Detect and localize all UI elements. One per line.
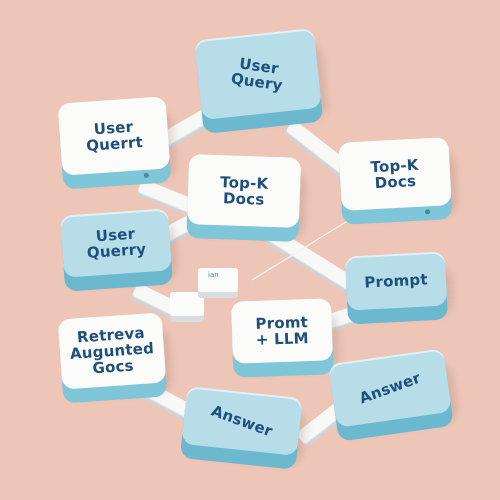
- node-top-k-docs-right: Top-K Docs: [338, 137, 459, 225]
- node-user-query-top: User Query: [194, 27, 329, 134]
- node-label: Top-K Docs: [370, 155, 420, 193]
- node-user-querry: User Querry: [59, 208, 179, 292]
- connector-cube: ian: [198, 268, 238, 298]
- node-user-querrt: User Querrt: [57, 96, 178, 190]
- node-label: Top-K Docs: [219, 173, 269, 209]
- node-label: Answer: [208, 401, 276, 441]
- node-label: Promt + LLM: [255, 313, 309, 349]
- node-promt-llm: Promt + LLM: [230, 298, 340, 378]
- node-prompt: Prompt: [344, 251, 454, 325]
- cube-label: ian: [208, 271, 219, 279]
- node-label: User Querry: [86, 224, 147, 263]
- node-label: User Query: [229, 54, 284, 95]
- node-answer-left: Answer: [179, 386, 308, 470]
- node-label: Prompt: [363, 270, 429, 292]
- node-label: User Querrt: [85, 117, 144, 155]
- node-top-k-docs-center: Top-K Docs: [186, 154, 307, 242]
- node-label: Retreva Augunted Gocs: [69, 323, 155, 378]
- node-label: Answer: [356, 368, 424, 408]
- node-retrieva-augmented-docs: Retreva Augunted Gocs: [57, 312, 173, 404]
